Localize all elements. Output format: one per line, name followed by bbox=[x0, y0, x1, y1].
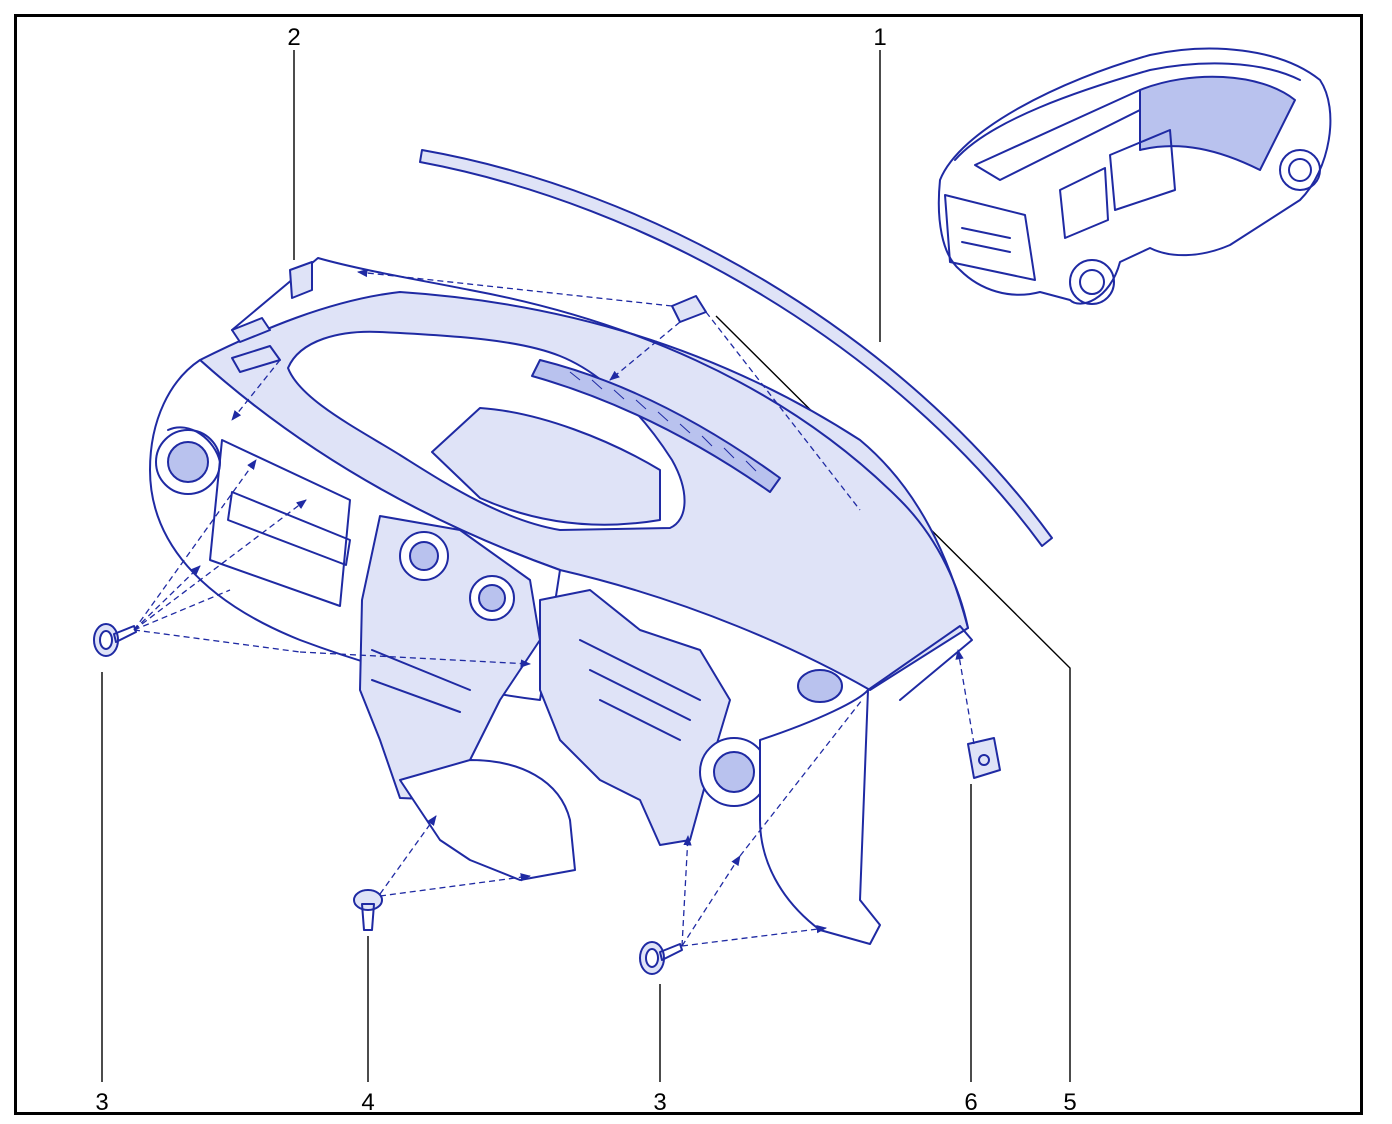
defrost-slots bbox=[569, 371, 757, 472]
assembly-arrows bbox=[133, 268, 975, 947]
vehicle-inset bbox=[937, 47, 1332, 305]
callout-5: 5 bbox=[1063, 1089, 1076, 1116]
callout-3-right: 3 bbox=[653, 1089, 666, 1116]
screw-4 bbox=[353, 889, 383, 931]
callout-2: 2 bbox=[287, 24, 300, 51]
dashboard-assembly bbox=[149, 257, 973, 945]
callout-3-left: 3 bbox=[95, 1089, 108, 1116]
diagram-frame bbox=[14, 14, 1363, 1115]
callout-6: 6 bbox=[964, 1089, 977, 1116]
callout-4: 4 bbox=[361, 1089, 374, 1116]
screw-3-right bbox=[639, 941, 683, 975]
screw-3-left bbox=[93, 623, 137, 657]
windscreen-trim-strip bbox=[419, 149, 1053, 547]
callout-1: 1 bbox=[873, 24, 886, 51]
leader-lines bbox=[101, 50, 1071, 1082]
callout-numbers: 1 2 3 4 3 6 5 bbox=[95, 24, 1076, 1116]
clip-part-5 bbox=[671, 295, 707, 323]
clip-nut-part-6 bbox=[967, 737, 1001, 779]
